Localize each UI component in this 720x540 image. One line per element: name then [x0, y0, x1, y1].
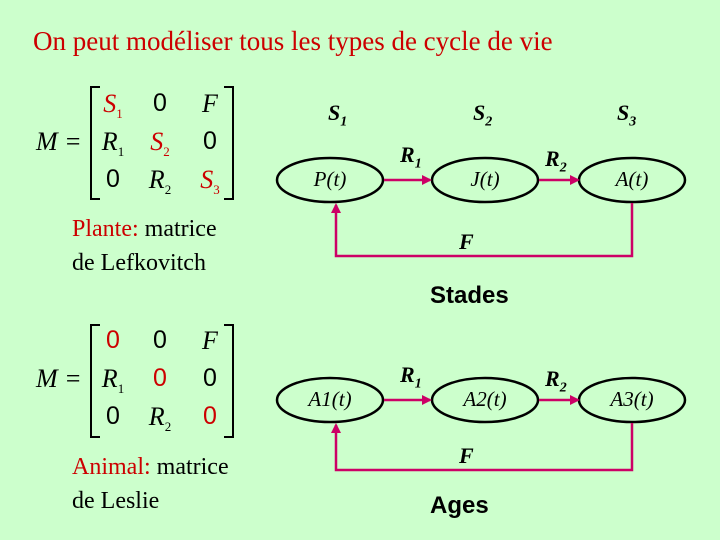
animal-node-2-label: A2(t): [463, 387, 507, 411]
animal-matrix-cell-r1c3: F: [202, 326, 218, 355]
animal-feedback-label: F: [459, 443, 474, 468]
plant-matrix-cell-r1c1: S1: [103, 89, 123, 122]
plant-caption: Plante: matrice de Lefkovitch: [72, 212, 217, 280]
animal-matrix-cell-r2c3: 0: [203, 364, 217, 392]
plant-caption-highlight: Plante:: [72, 216, 139, 242]
animal-node-2-ellipse: [430, 376, 540, 424]
plant-feedback-arrow: [331, 203, 634, 258]
animal-matrix-cell-r2c1: R1: [101, 364, 125, 397]
animal-caption-line-1: Animal: matrice: [72, 450, 229, 484]
animal-matrix-cell-r3c2: R2: [148, 402, 172, 435]
plant-matrix-right-bracket: [224, 86, 234, 200]
plant-matrix-cell-r3c2: R2: [148, 165, 172, 198]
plant-matrix-cell-r1c2: 0: [153, 89, 167, 117]
plant-node-3-label: A(t): [615, 167, 649, 191]
animal-matrix-right-bracket: [224, 324, 234, 438]
plant-stage-label-3: S3: [617, 100, 637, 130]
animal-caption-rest: matrice: [150, 454, 229, 480]
animal-caption: Animal: matrice de Leslie: [72, 450, 229, 518]
plant-matrix-cell-r2c1: R1: [101, 127, 125, 160]
animal-matrix-cell-r2c2: 0: [153, 364, 167, 392]
animal-matrix-cell-r1c2: 0: [153, 326, 167, 354]
animal-section-label: Ages: [430, 492, 489, 519]
animal-caption-highlight: Animal:: [72, 454, 151, 480]
plant-matrix-cell-r3c3: S3: [200, 165, 220, 198]
plant-matrix-cell-r3c1: 0: [106, 165, 120, 193]
animal-transition-r1: R1: [400, 362, 422, 392]
plant-matrix-cell-r2c2: S2: [150, 127, 170, 160]
animal-matrix-cell-r3c3: 0: [203, 402, 217, 430]
plant-node-2-label: J(t): [470, 167, 500, 191]
animal-feedback-arrow: [331, 423, 634, 472]
plant-node-2-ellipse: [430, 156, 540, 204]
animal-node-1-label: A1(t): [308, 387, 352, 411]
plant-feedback-label: F: [459, 229, 474, 254]
animal-matrix-cell-r3c1: 0: [106, 402, 120, 430]
plant-stage-label-2: S2: [473, 100, 493, 130]
plant-transition-r1: R1: [400, 142, 422, 172]
animal-transition-r2: R2: [545, 366, 567, 396]
plant-caption-rest: matrice: [138, 216, 217, 242]
plant-node-1-ellipse: [275, 156, 385, 204]
page-title: On peut modéliser tous les types de cycl…: [33, 26, 553, 56]
animal-matrix-cell-r1c1: 0: [106, 326, 120, 354]
plant-matrix-label: M =: [36, 127, 82, 156]
plant-section-label: Stades: [430, 282, 509, 309]
animal-node-3-label: A3(t): [610, 387, 654, 411]
plant-caption-line-2: de Lefkovitch: [72, 250, 206, 276]
animal-node-1-ellipse: [275, 376, 385, 424]
plant-node-1-label: P(t): [313, 167, 347, 191]
plant-matrix-left-bracket: [90, 86, 100, 200]
animal-caption-line-2: de Leslie: [72, 488, 160, 514]
animal-matrix-left-bracket: [90, 324, 100, 438]
plant-matrix-cell-r2c3: 0: [203, 127, 217, 155]
plant-matrix-cell-r1c3: F: [202, 89, 218, 118]
plant-stage-label-1: S1: [328, 100, 348, 130]
animal-matrix-label: M =: [36, 364, 82, 393]
plant-transition-r2: R2: [545, 146, 567, 176]
plant-caption-line-1: Plante: matrice: [72, 212, 217, 246]
